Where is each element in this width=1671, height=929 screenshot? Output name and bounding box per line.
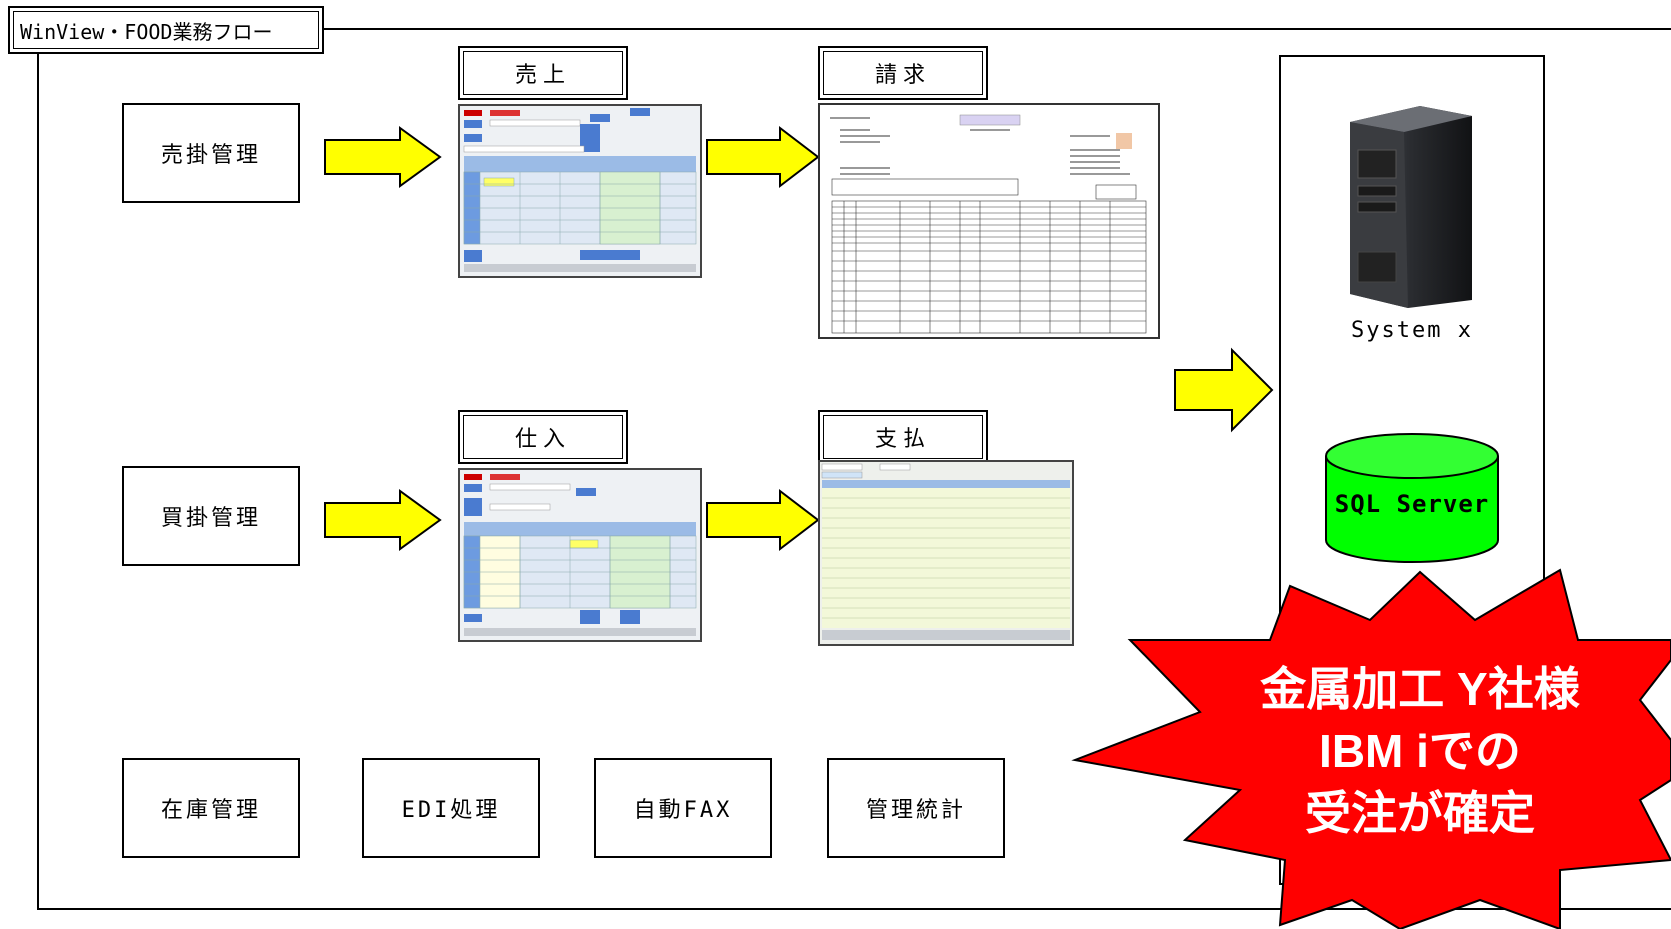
label-purchase: 仕入 xyxy=(463,415,623,459)
server-machine-label: System x xyxy=(1351,318,1473,343)
label-invoice: 請求 xyxy=(823,51,983,95)
callout-line-2: IBM iでの xyxy=(1319,725,1521,777)
sales-screen-image xyxy=(460,106,700,276)
callout-text: 金属加工 Y社様 IBM iでの 受注が確定 xyxy=(1190,658,1650,844)
payment-screen-thumbnail xyxy=(818,460,1074,646)
label-sales: 売上 xyxy=(463,51,623,95)
invoice-document-image xyxy=(830,114,1147,334)
module-inventory: 在庫管理 xyxy=(122,758,300,858)
arrow-sales-to-invoice xyxy=(706,125,820,189)
database-cylinder-icon xyxy=(1325,433,1499,563)
server-tower-icon xyxy=(1350,106,1472,308)
arrow-purchase-to-payment xyxy=(706,488,820,552)
callout-line-1: 金属加工 Y社様 xyxy=(1260,663,1580,715)
purchase-screen-thumbnail xyxy=(458,468,702,642)
callout-line-3: 受注が確定 xyxy=(1305,787,1535,839)
module-purchase-ap: 買掛管理 xyxy=(122,466,300,566)
module-sales-ar: 売掛管理 xyxy=(122,103,300,203)
diagram-frame xyxy=(37,28,1671,910)
label-payment: 支払 xyxy=(823,415,983,459)
arrow-purchase-ap-to-purchase xyxy=(324,489,442,551)
sales-screen-thumbnail xyxy=(458,104,702,278)
diagram-title: WinView・FOOD業務フロー xyxy=(13,11,319,49)
module-edi: EDI処理 xyxy=(362,758,540,858)
payment-screen-image xyxy=(820,462,1072,644)
label-payment-tab: 支払 xyxy=(818,410,988,464)
module-stats: 管理統計 xyxy=(827,758,1005,858)
module-fax: 自動FAX xyxy=(594,758,772,858)
invoice-document-thumbnail xyxy=(818,103,1160,339)
diagram-title-tab: WinView・FOOD業務フロー xyxy=(8,6,324,54)
label-invoice-tab: 請求 xyxy=(818,46,988,100)
arrow-to-server xyxy=(1174,347,1274,433)
database-label: SQL Server xyxy=(1334,490,1490,518)
label-purchase-tab: 仕入 xyxy=(458,410,628,464)
arrow-sales-ar-to-sales xyxy=(324,126,442,188)
label-sales-tab: 売上 xyxy=(458,46,628,100)
purchase-screen-image xyxy=(460,470,700,640)
